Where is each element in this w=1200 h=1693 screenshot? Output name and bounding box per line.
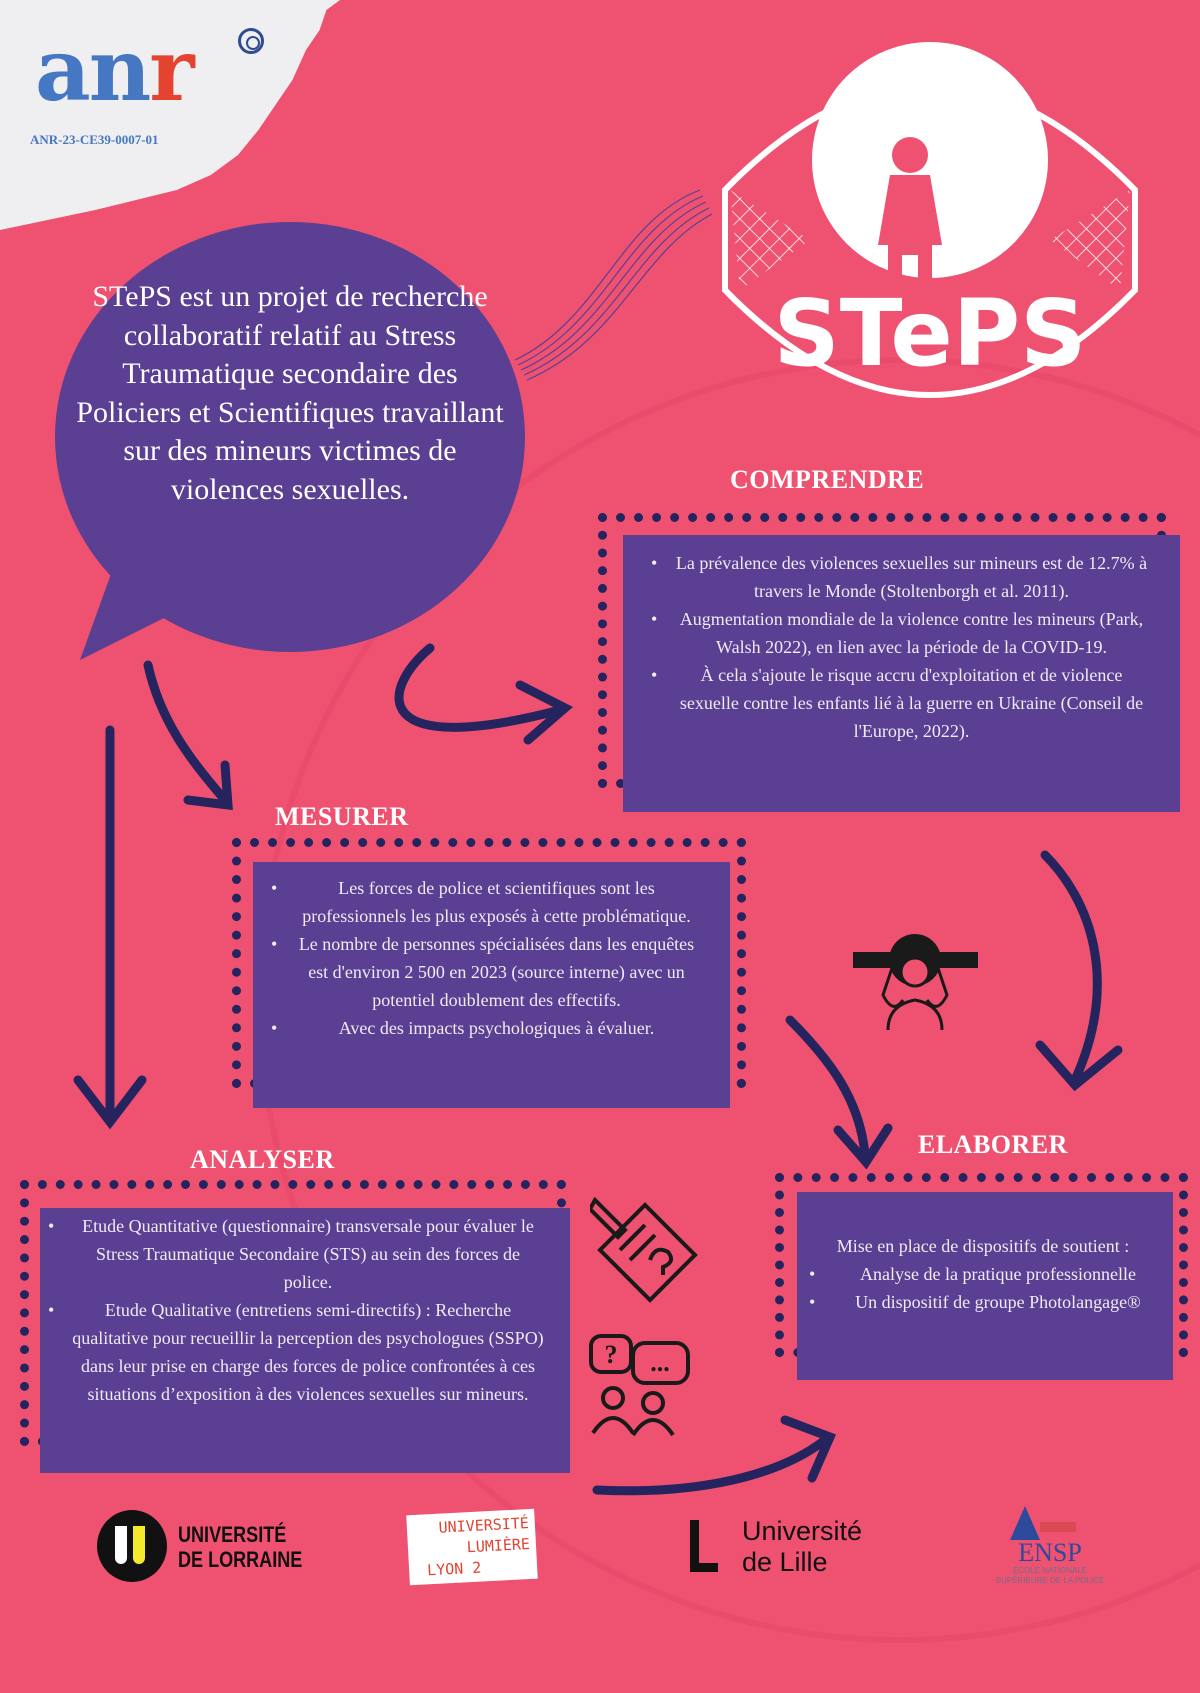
elaborer-item: Un dispositif de groupe Photolangage®	[801, 1288, 1165, 1316]
lille-emblem-icon	[690, 1520, 718, 1572]
analyser-panel: Etude Quantitative (questionnaire) trans…	[40, 1208, 570, 1473]
comprendre-panel: La prévalence des violences sexuelles su…	[623, 535, 1180, 812]
lorraine-emblem-icon	[97, 1510, 167, 1582]
mesurer-item: Le nombre de personnes spécialisées dans…	[263, 930, 700, 1014]
wave-lines-decoration	[514, 189, 713, 381]
steps-eye-logo: STePS	[722, 42, 1138, 398]
arrow-to-comprendre	[394, 643, 565, 732]
analyser-item: Etude Qualitative (entretiens semi-direc…	[40, 1296, 546, 1408]
elaborer-item: Analyse de la pratique professionnelle	[801, 1260, 1165, 1288]
arrow-to-elaborer-mid	[785, 1015, 870, 1160]
comprendre-item: La prévalence des violences sexuelles su…	[643, 549, 1150, 605]
ensp-emblem-icon	[990, 1500, 1110, 1540]
arrow-from-analyser	[592, 1435, 830, 1496]
mesurer-item: Avec des impacts psychologiques à évalue…	[263, 1014, 700, 1042]
grant-code: ANR-23-CE39-0007-01	[30, 132, 159, 147]
discussion-icon: ? ...	[589, 1334, 690, 1437]
elaborer-heading: ELABORER	[918, 1130, 1068, 1159]
svg-text:?: ?	[605, 1340, 618, 1369]
arrow-to-elaborer-right	[1040, 850, 1102, 1085]
svg-text:STePS: STePS	[774, 280, 1087, 387]
anr-logo: anr	[35, 20, 195, 121]
intro-text: STePS est un projet de recherche collabo…	[76, 280, 504, 506]
stress-person-icon	[853, 934, 978, 1030]
questionnaire-icon	[590, 1196, 698, 1303]
elaborer-intro: Mise en place de dispositifs de soutient…	[836, 1236, 1130, 1256]
comprendre-item: À cela s'ajoute le risque accru d'exploi…	[643, 661, 1150, 745]
elaborer-panel: Mise en place de dispositifs de soutient…	[797, 1192, 1173, 1380]
ensp-logo: ENSP ÉCOLE NATIONALE SUPÉRIEURE DE LA PO…	[990, 1500, 1110, 1586]
svg-text:...: ...	[650, 1348, 670, 1377]
anr-mark-icon	[238, 28, 264, 54]
arrow-to-mesurer	[143, 660, 230, 805]
mesurer-panel: Les forces de police et scientifiques so…	[253, 862, 730, 1108]
comprendre-heading: COMPRENDRE	[730, 465, 925, 494]
analyser-item: Etude Quantitative (questionnaire) trans…	[40, 1212, 546, 1296]
mesurer-item: Les forces de police et scientifiques so…	[263, 874, 700, 930]
comprendre-item: Augmentation mondiale de la violence con…	[643, 605, 1150, 661]
analyser-heading: ANALYSER	[190, 1145, 335, 1174]
mesurer-heading: MESURER	[275, 802, 409, 831]
child-silhouette-icon	[878, 137, 942, 285]
